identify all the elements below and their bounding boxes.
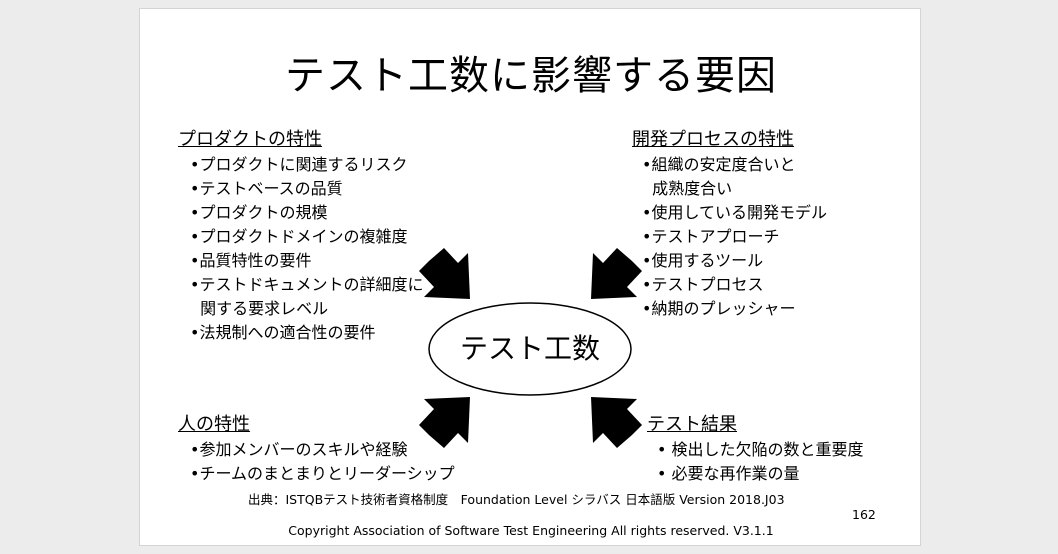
people-heading: 人の特性 xyxy=(178,414,250,435)
list-item: •プロダクトの規模 xyxy=(190,203,328,222)
list-item: •チームのまとまりとリーダーシップ xyxy=(190,464,455,483)
arrow-bottom-right xyxy=(591,397,642,448)
list-item: •組織の安定度合いと xyxy=(642,155,796,174)
results-heading: テスト結果 xyxy=(647,414,737,435)
arrow-top-left xyxy=(419,248,470,299)
process-heading: 開発プロセスの特性 xyxy=(632,129,794,150)
center-ellipse xyxy=(428,302,632,396)
source-citation: 出典：ISTQBテスト技術者資格制度 Foundation Level シラバス… xyxy=(248,492,785,507)
list-item: 関する要求レベル xyxy=(190,299,329,318)
slide: テスト工数に影響する要因 プロダクトの特性 •プロダクトに関連するリスク •テス… xyxy=(139,8,921,546)
list-item: •品質特性の要件 xyxy=(190,251,312,270)
arrow-top-right xyxy=(591,248,642,299)
list-item: •使用するツール xyxy=(642,251,764,270)
list-item: •使用している開発モデル xyxy=(642,203,827,222)
product-list: •プロダクトに関連するリスク •テストベースの品質 •プロダクトの規模 •プロダ… xyxy=(190,153,423,345)
diagram-shapes xyxy=(419,248,642,448)
list-item: •テストプロセス xyxy=(642,275,764,294)
list-item: • 検出した欠陥の数と重要度 xyxy=(657,440,864,459)
arrow-bottom-left xyxy=(419,397,470,448)
list-item: •納期のプレッシャー xyxy=(642,299,796,318)
list-item: •テストドキュメントの詳細度に xyxy=(190,275,424,294)
slide-title: テスト工数に影響する要因 xyxy=(285,53,777,99)
center-label: テスト工数 xyxy=(459,332,600,365)
process-list: •組織の安定度合いと 成熟度合い •使用している開発モデル •テストアプローチ … xyxy=(642,153,827,321)
product-heading: プロダクトの特性 xyxy=(178,129,322,150)
list-item: •プロダクトドメインの複雑度 xyxy=(190,227,408,246)
copyright: Copyright Association of Software Test E… xyxy=(288,523,774,538)
list-item: •テストアプローチ xyxy=(642,227,780,246)
list-item: • 必要な再作業の量 xyxy=(657,464,800,483)
list-item: •プロダクトに関連するリスク xyxy=(190,155,408,174)
list-item: 成熟度合い xyxy=(642,179,733,198)
list-item: •法規制への適合性の要件 xyxy=(190,323,376,342)
people-list: •参加メンバーのスキルや経験 •チームのまとまりとリーダーシップ xyxy=(190,438,455,486)
results-list: • 検出した欠陥の数と重要度 • 必要な再作業の量 xyxy=(657,438,864,486)
list-item: •参加メンバーのスキルや経験 xyxy=(190,440,408,459)
page-number: 162 xyxy=(852,507,876,522)
list-item: •テストベースの品質 xyxy=(190,179,343,198)
